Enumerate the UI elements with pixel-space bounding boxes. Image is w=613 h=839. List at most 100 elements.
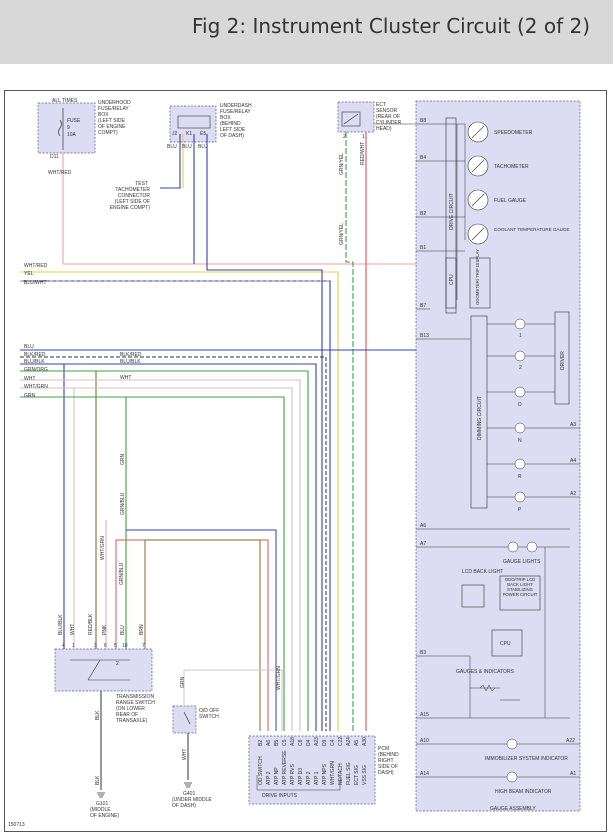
cpu2-block	[491, 629, 523, 657]
wire-blu-dash	[206, 134, 323, 731]
dimming-circuit-block	[470, 315, 488, 509]
lcd-back-light-label: LCD BACK LIGHT	[462, 569, 503, 575]
tachometer-gauge: TACHOMETER	[467, 155, 529, 177]
svg-text:B3: B3	[420, 650, 426, 656]
label-wht: WHT	[24, 376, 35, 382]
od-off-switch	[172, 705, 197, 734]
svg-text:A5: A5	[354, 740, 360, 746]
figure-id: 150713	[8, 822, 25, 828]
svg-text:WHT/GRN: WHT/GRN	[330, 761, 336, 785]
label-grn-vert: GRN	[120, 454, 126, 466]
svg-text:G101: G101	[96, 801, 108, 807]
trans-switch-pins: 4 1 3 6 5 10 7 2	[62, 643, 145, 667]
svg-text:A30: A30	[362, 737, 368, 746]
svg-text:SPEEDOMETER: SPEEDOMETER	[494, 130, 533, 136]
pcm-pins: B2 A6 B5 C5 A18 C8 D4 A23 D9 C4 C22 A24 …	[258, 737, 368, 746]
svg-text:A24: A24	[346, 737, 352, 746]
label-red-wht: RED/WHT	[360, 142, 366, 165]
label-blu-blk-2: BLU/BLK	[120, 359, 141, 365]
underdash-relay	[177, 115, 211, 129]
svg-text:ATP RVS: ATP RVS	[290, 763, 296, 785]
lcd-backlight-block	[461, 584, 485, 608]
svg-text:A22: A22	[566, 738, 575, 744]
fuse-icon	[58, 119, 62, 137]
high-beam-indicator: HIGH BEAM INDICATOR	[480, 771, 552, 795]
wire-wht	[20, 379, 301, 731]
svg-text:7: 7	[142, 643, 145, 649]
header-bar	[0, 0, 613, 64]
wire-yel	[20, 134, 339, 731]
label-red-blk: RED/BLK	[88, 613, 94, 635]
svg-text:ATP REVERSE: ATP REVERSE	[282, 750, 288, 785]
trans-switch-contacts	[70, 659, 130, 681]
label-grn-org: GRN/ORG	[24, 367, 48, 373]
label-pnk: PNK	[102, 624, 108, 635]
drive-circuit-block	[445, 117, 457, 314]
odometer-label: ODOMETER/ TRIP DISPLAY	[475, 249, 480, 305]
svg-text:A7: A7	[420, 541, 426, 547]
svg-text:A6: A6	[266, 740, 272, 746]
lcd-power-label: ODO/TRIP LCD BACK LIGHT STABILIZING POWE…	[502, 577, 538, 597]
label-blu-wht: BLU/WHT	[24, 280, 47, 286]
svg-text:6: 6	[104, 643, 107, 649]
label-blk-red: BLK/RED	[24, 352, 46, 358]
lcd-power-circuit	[499, 575, 541, 611]
underdash-term-e5: E5	[200, 131, 206, 137]
svg-text:VSS SIG: VSS SIG	[362, 765, 368, 785]
label-wht-2: WHT	[120, 375, 131, 381]
cpu2-label: CPU	[500, 641, 511, 647]
gauge-assembly-box	[415, 100, 581, 812]
svg-text:D4: D4	[306, 739, 312, 746]
speedometer-gauge: SPEEDOMETER	[467, 121, 533, 143]
svg-text:NE/TACH: NE/TACH	[338, 763, 344, 785]
cpu-label: CPU	[449, 274, 455, 285]
label-wht-red: WHT/RED	[24, 263, 48, 269]
ect-thermistor	[341, 111, 361, 127]
svg-text:COOLANT TEMPERATURE GAUGE: COOLANT TEMPERATURE GAUGE	[494, 227, 570, 232]
underhood-alltimes: ALL TIMES	[52, 98, 78, 104]
svg-text:IMMOBILIZER SYSTEM INDICATOR: IMMOBILIZER SYSTEM INDICATOR	[485, 756, 568, 762]
page-title: Fig 2: Instrument Cluster Circuit (2 of …	[192, 14, 590, 38]
svg-text:B7: B7	[420, 303, 426, 309]
underdash-term-k1: K1	[186, 131, 192, 137]
fuel-gauge: FUEL GAUGE	[467, 189, 527, 211]
svg-text:N: N	[518, 438, 522, 444]
svg-text:ATP 2: ATP 2	[306, 771, 312, 785]
pcm-signals: OD SWITCH ATP 2 ATP NP ATP REVERSE ATP R…	[258, 750, 368, 785]
wire-wht-grn	[20, 387, 293, 731]
svg-text:D: D	[518, 402, 522, 408]
svg-text:HIGH BEAM INDICATOR: HIGH BEAM INDICATOR	[495, 789, 552, 795]
underdash-fuse-box	[169, 105, 217, 143]
svg-text:A14: A14	[420, 771, 429, 777]
ect-pin-2: 2	[343, 134, 346, 140]
label-grn-blu-2: GRN/BLU	[119, 562, 125, 585]
ect-sensor	[337, 101, 375, 133]
odometer-display	[469, 257, 491, 309]
diagram-frame	[4, 90, 607, 832]
svg-text:FUEL SIG: FUEL SIG	[346, 762, 352, 785]
svg-text:A6: A6	[420, 523, 426, 529]
svg-text:ATP NPS: ATP NPS	[322, 763, 328, 785]
svg-text:GAUGE LIGHTS: GAUGE LIGHTS	[503, 559, 541, 565]
wire-grn-org	[20, 370, 309, 731]
drive-circuit-label: DRIVE CIRCUIT	[449, 193, 455, 230]
label-wht-g401: WHT	[182, 749, 188, 760]
pcm-box	[248, 735, 376, 805]
wire-grn	[20, 396, 127, 649]
label-blu-3: BLU	[198, 144, 208, 150]
wire-blu-blk	[20, 363, 317, 731]
fuse-label: FUSE	[67, 118, 81, 124]
gauge-assembly-label: GAUGE ASSEMBLY	[490, 806, 536, 812]
svg-text:1: 1	[72, 643, 75, 649]
label-blu-blk: BLU/BLK	[24, 359, 45, 365]
svg-text:FUEL GAUGE: FUEL GAUGE	[494, 198, 527, 204]
gauges-indicators-label: GAUGES & INDICATORS	[456, 669, 515, 675]
